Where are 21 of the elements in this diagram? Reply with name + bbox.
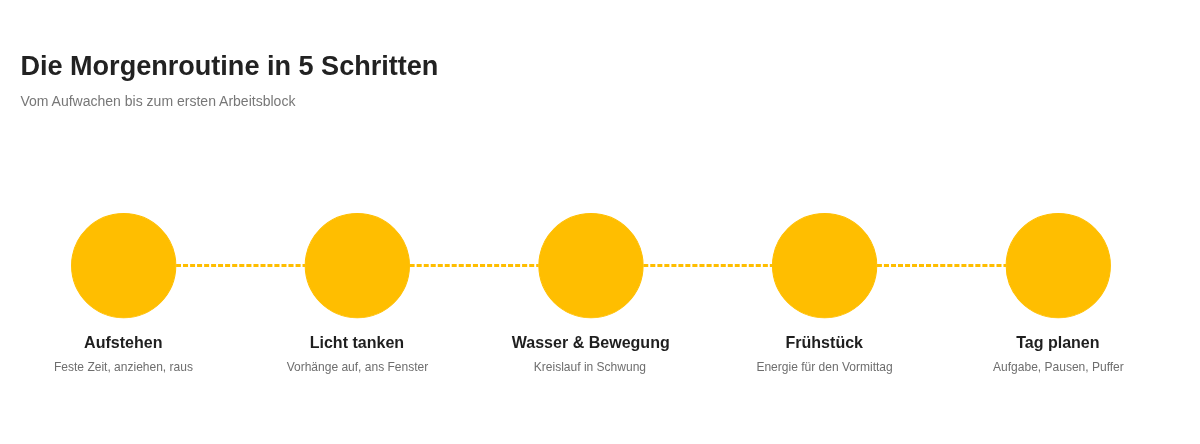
node-circle: [304, 212, 410, 318]
node-label: Tag planen: [1016, 332, 1100, 351]
node-label: Wasser & Bewegung: [511, 332, 670, 351]
node-circle: [1005, 212, 1111, 318]
connector: [877, 263, 1006, 267]
node-label: Frühstück: [785, 332, 864, 351]
node-label: Kreislauf in Schwung: [533, 359, 647, 374]
node-label: Aufstehen: [84, 332, 163, 351]
node-label: Feste Zeit, anziehen, raus: [54, 359, 193, 374]
node-circle: [772, 212, 878, 318]
diagram-title: Die Morgenroutine in 5 Schritten: [20, 49, 439, 81]
connector: [409, 263, 539, 267]
node-label: Vorhänge auf, ans Fenster: [286, 359, 429, 374]
caption: Vom Aufwachen bis zum ersten Arbeitsblock: [20, 92, 296, 109]
node-circle: [538, 212, 644, 318]
node-circle: [71, 212, 177, 318]
node-label: Aufgabe, Pausen, Puffer: [993, 359, 1124, 374]
connector: [643, 263, 773, 267]
node-label: Licht tanken: [309, 332, 405, 351]
node-label: Energie für den Vormittag: [756, 359, 893, 374]
connector: [176, 263, 306, 267]
